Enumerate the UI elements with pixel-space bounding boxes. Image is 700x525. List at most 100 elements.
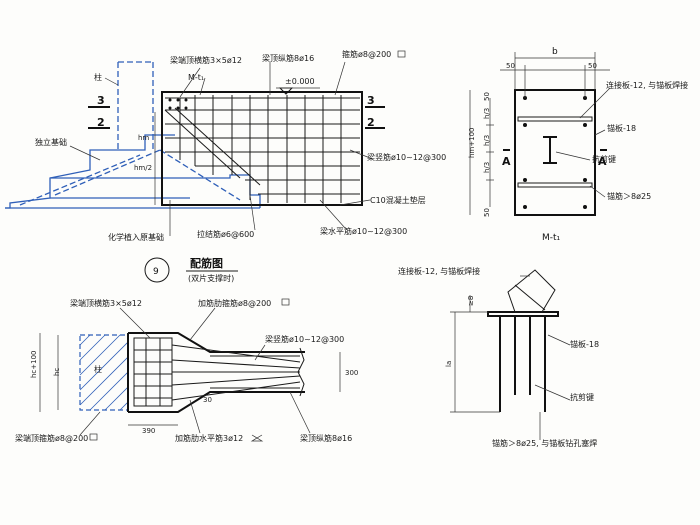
label-chem-anchor: 化学植入原基础 [108, 232, 164, 242]
leader-pl-add-stirrup [189, 307, 216, 341]
diag-rebar-2 [174, 107, 261, 186]
rebar-grid [165, 95, 360, 203]
leader-top-stirrup [179, 67, 201, 98]
add-horizontal-symbol [250, 434, 264, 442]
label-ge8: ≥8 [467, 296, 475, 306]
label-h3a: h/3 [483, 108, 491, 119]
label-mt1: M-t₁ [188, 73, 204, 82]
leader-mt1 [199, 77, 206, 96]
section-mark-2-right-label: 2 [367, 116, 375, 129]
leader-vertical [349, 149, 371, 159]
label-pl-top-stirrup: 梁端顶横筋3×5ø12 [70, 298, 142, 308]
label-50a: 50 [506, 62, 515, 70]
title-subtitle: (双片支撑时) [188, 273, 234, 283]
beam-outline [161, 91, 363, 206]
label-vertical: 梁竖筋ø10~12@300 [367, 152, 446, 162]
label-pl-end-stirrup: 梁端顶箍筋ø8@200 [15, 433, 88, 443]
label-50c: 50 [483, 92, 491, 101]
side-plate-inner [514, 284, 546, 311]
label-pl-vertical: 梁竖筋ø10~12@300 [265, 334, 344, 344]
side-anchor-plate [487, 311, 559, 317]
label-50b: 50 [588, 62, 597, 70]
stirrup-symbol [397, 50, 406, 58]
elevation-section: 柱 3 2 3 2 独立基础 化学植入原基础 hm hm/2 梁端顶横筋3×5ø… [5, 49, 446, 242]
leader-shear-key [555, 151, 591, 161]
label-plate: 连接板-12, 与锚板焊接 [606, 80, 688, 90]
label-top-long: 梁顶纵筋8ø16 [262, 53, 314, 63]
plan-fan-bars [171, 344, 301, 401]
label-pl-add-stirrup: 加筋肋箍筋ø8@200 [198, 298, 271, 308]
leader-side-shear-key [534, 384, 571, 401]
side-connection-plate [507, 269, 556, 313]
plan-column [79, 334, 129, 411]
label-h3b: h/3 [483, 135, 491, 146]
leader-pl-add-horizontal [189, 399, 201, 434]
title-block: 9 配筋图 (双片支撑时) [144, 256, 238, 283]
label-hm-lower: hm/2 [134, 164, 152, 172]
label-foundation: 独立基础 [35, 137, 67, 147]
label-shear-key: 抗剪键 [592, 154, 616, 164]
leader-tie [249, 194, 256, 231]
label-h3c: h/3 [483, 162, 491, 173]
label-elevation: ±0.000 [285, 77, 315, 86]
end-stirrup-symbol [89, 433, 98, 441]
connection-plate-top [517, 116, 593, 122]
leader-pl-top-long [289, 391, 311, 434]
title-circle [144, 257, 170, 283]
anchor-plate [514, 89, 596, 216]
connection-plate-bottom [517, 182, 593, 188]
shear-key [543, 136, 557, 164]
label-side-plate: 连接板-12, 与锚板焊接 [398, 266, 480, 276]
label-c10: C10混凝土垫层 [370, 195, 426, 205]
label-top-stirrup: 梁端顶横筋3×5ø12 [170, 55, 242, 65]
label-pl-300: 300 [345, 369, 358, 377]
label-tie: 拉结筋ø6@600 [197, 229, 254, 239]
title-text: 配筋图 [190, 256, 223, 270]
rebar-dots [168, 98, 188, 110]
leader-anchor-bar [589, 185, 606, 198]
section-mark-2-label: 2 [97, 116, 105, 129]
label-anchor-plate: 锚板-18 [607, 123, 636, 133]
leader-c10 [339, 199, 371, 206]
label-pl-top-long: 梁顶纵筋8ø16 [300, 433, 352, 443]
label-pl-hc100: hc+100 [30, 350, 38, 378]
plate-side-detail: ≥8 la 连接板-12, 与锚板焊接 锚板-18 抗剪键 锚筋＞8ø25, 与… [398, 266, 599, 448]
leader-stirrup [334, 61, 346, 96]
label-anchor-bar: 锚筋＞8ø25 [607, 191, 651, 201]
diag-dash-1 [19, 154, 141, 206]
leader-foundation [69, 145, 101, 161]
label-pl-hc: hc [53, 368, 61, 376]
plan-stirrup-box [133, 337, 173, 407]
diag-dash-2 [54, 149, 161, 196]
leader-anchor-plate [594, 129, 606, 136]
label-horizontal: 梁水平筋ø10~12@300 [320, 226, 407, 236]
plate-title: M-t₁ [542, 233, 561, 243]
label-pl-30: 30 [203, 396, 212, 404]
section-mark-3-label: 3 [97, 94, 105, 107]
plan-section: 梁端顶横筋3×5ø12 加筋肋箍筋ø8@200 柱 梁竖筋ø10~12@300 … [15, 298, 358, 443]
label-section-a-left: A [502, 155, 511, 168]
diag-rebar-1 [164, 109, 241, 179]
label-section-a-right: A [598, 155, 607, 168]
leader-pl-vertical [254, 344, 266, 361]
label-pl-column: 柱 [94, 364, 102, 374]
column-hatch [79, 334, 129, 411]
leader-horizontal [319, 199, 346, 229]
plate-detail: A A b 50 50 hm+100 h/3 h/3 h/3 50 50 连接板… [468, 47, 688, 243]
label-pl-390: 390 [142, 427, 155, 435]
anchor-bolts [523, 96, 587, 209]
diag-dash-3 [159, 149, 241, 201]
label-pl-add-horizontal: 加筋肋水平筋3ø12 [175, 433, 243, 443]
plan-beam-bottom [128, 391, 305, 413]
label-hm100: hm+100 [468, 128, 476, 158]
label-side-anchor-bar: 锚筋＞8ø25, 与锚板钻孔塞焊 [492, 438, 597, 448]
leader-side-anchor-plate [547, 334, 571, 346]
label-hm: hm [138, 134, 149, 142]
section-mark-3-right-label: 3 [367, 94, 375, 107]
label-b: b [552, 47, 558, 57]
label-50d: 50 [483, 208, 491, 217]
label-column: 柱 [94, 72, 102, 82]
plan-beam-top [128, 332, 305, 353]
